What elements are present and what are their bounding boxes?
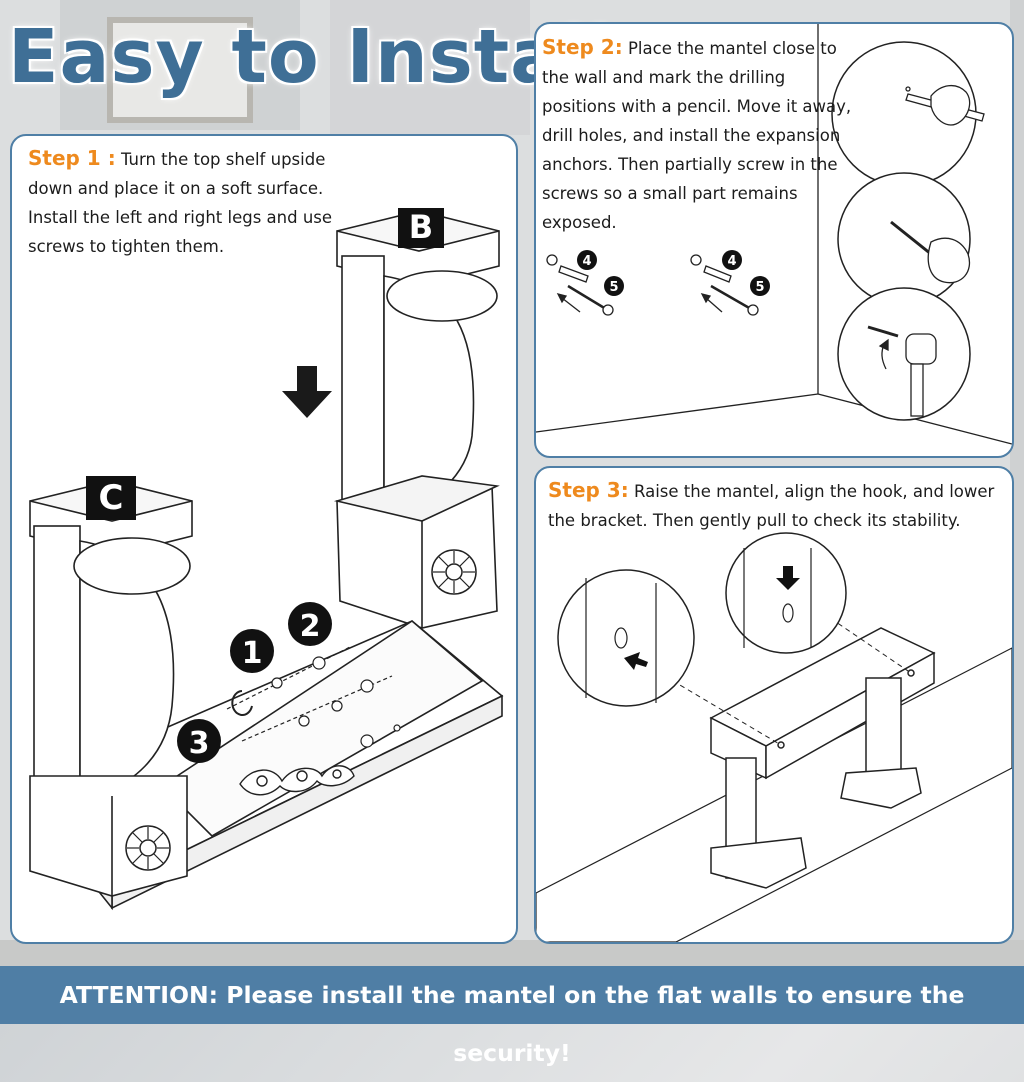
mantel-assembled [709,627,936,889]
hook-detail-left [557,569,695,707]
flower-carving-icon [125,825,171,871]
leg-c-label: C [99,478,124,518]
hammer-icon [867,325,937,417]
part-3-badge [177,719,221,763]
step1-illustration: B C [29,208,504,911]
part-5-label: 5 [755,280,764,295]
part-3-label: 3 [189,726,210,761]
step1-panel: Step 1 : Turn the top shelf upside down … [10,134,518,944]
step1-instructions: Step 1 : Turn the top shelf upside down … [28,144,358,261]
step1-text: Turn the top shelf upside down and place… [28,150,333,256]
step3-panel: Step 3: Raise the mantel, align the hook… [534,466,1014,944]
part-5-badge [750,276,770,296]
leg-c [29,480,193,897]
part-5-label: 5 [609,280,618,295]
step3-label: Step 3: [548,478,629,502]
floor-outline [536,647,1012,942]
hook-detail-right [725,532,847,654]
part-2-badge [288,602,332,646]
attention-banner: ATTENTION: Please install the mantel on … [0,966,1024,1067]
anchor-screw-set-left [546,254,614,316]
hammer-detail [837,287,971,421]
down-arrow-icon [282,366,332,418]
part-1-label: 1 [242,636,263,671]
part-1-badge [230,629,274,673]
part-5-badge [604,276,624,296]
step2-instructions: Step 2: Place the mantel close to the wa… [542,33,854,237]
step2-label: Step 2: [542,35,623,59]
pencil-icon [905,85,985,126]
scroll-carving-icon [239,765,355,796]
part-4-badge [722,250,742,270]
page-title: Easy to Install [8,14,614,100]
flower-carving-icon [431,549,477,595]
arrow-down-icon [776,566,800,590]
step3-illustration [536,532,1012,942]
step2-text: Place the mantel close to the wall and m… [542,39,852,232]
arrow-left-icon [624,652,648,670]
step3-instructions: Step 3: Raise the mantel, align the hook… [548,476,998,535]
step2-illustration: 4 5 4 5 [536,24,1012,445]
anchor-screw-set-right [690,254,759,316]
step2-panel: 4 5 4 5 Step 2: Place the mantel close t… [534,22,1014,458]
drill-icon [890,220,971,284]
screw-hardware [226,645,401,748]
part-4-label: 4 [727,254,736,269]
part-2-label: 2 [300,609,321,644]
part-4-badge [577,250,597,270]
part-4-label: 4 [582,254,591,269]
step3-text: Raise the mantel, align the hook, and lo… [548,482,995,530]
step1-label: Step 1 : [28,146,116,170]
leg-b-label: B [409,208,433,246]
